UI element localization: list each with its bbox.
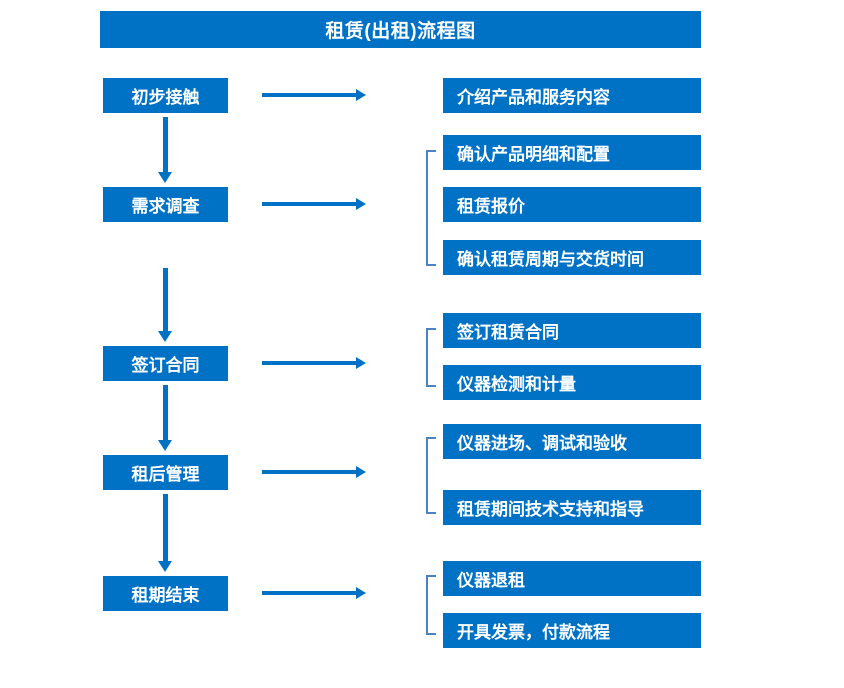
detail-box-6[interactable]: 仪器检测和计量 xyxy=(443,365,701,400)
group-bracket-4 xyxy=(426,575,436,635)
vertical-arrow-2 xyxy=(158,268,172,342)
detail-box-2[interactable]: 确认产品明细和配置 xyxy=(443,135,701,170)
page-title: 租赁(出租)流程图 xyxy=(100,11,701,48)
stage-box-4[interactable]: 租后管理 xyxy=(103,455,228,490)
group-bracket-1 xyxy=(426,150,436,266)
horizontal-arrow-2 xyxy=(262,198,366,210)
group-bracket-2 xyxy=(426,328,436,387)
detail-box-7[interactable]: 仪器进场、调试和验收 xyxy=(443,424,701,459)
detail-box-5[interactable]: 签订租赁合同 xyxy=(443,313,701,348)
group-bracket-3 xyxy=(426,437,436,514)
stage-box-5[interactable]: 租期结束 xyxy=(103,576,228,611)
detail-box-1[interactable]: 介绍产品和服务内容 xyxy=(443,78,701,113)
stage-box-1[interactable]: 初步接触 xyxy=(103,78,228,113)
stage-box-2[interactable]: 需求调查 xyxy=(103,187,228,222)
horizontal-arrow-3 xyxy=(262,357,366,369)
vertical-arrow-1 xyxy=(158,117,172,183)
vertical-arrow-3 xyxy=(158,385,172,451)
detail-box-9[interactable]: 仪器退租 xyxy=(443,561,701,596)
detail-box-4[interactable]: 确认租赁周期与交货时间 xyxy=(443,240,701,275)
vertical-arrow-4 xyxy=(158,494,172,572)
horizontal-arrow-4 xyxy=(262,466,366,478)
horizontal-arrow-1 xyxy=(262,89,366,101)
stage-box-3[interactable]: 签订合同 xyxy=(103,346,228,381)
detail-box-3[interactable]: 租赁报价 xyxy=(443,187,701,222)
detail-box-10[interactable]: 开具发票，付款流程 xyxy=(443,613,701,648)
detail-box-8[interactable]: 租赁期间技术支持和指导 xyxy=(443,490,701,525)
horizontal-arrow-5 xyxy=(262,587,366,599)
